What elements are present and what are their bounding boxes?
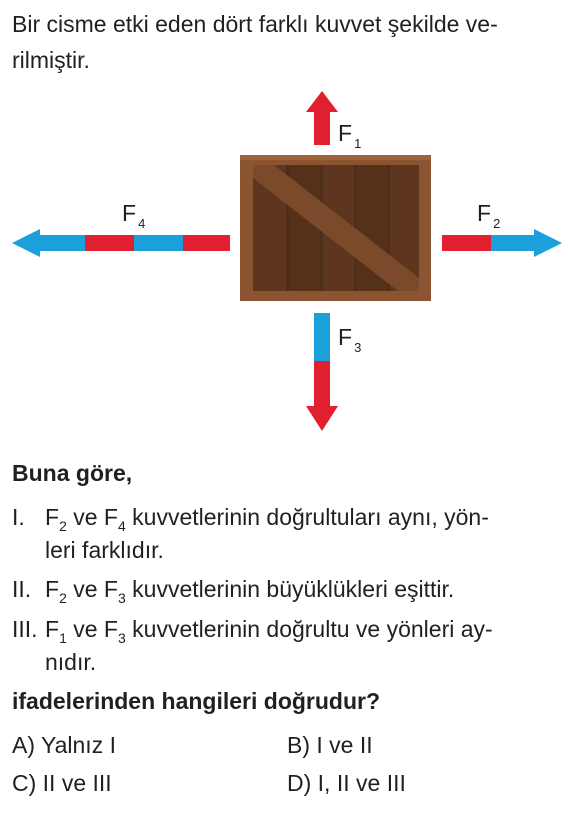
force-f3-arrow	[306, 313, 338, 431]
option-c[interactable]: C) II ve III	[12, 770, 112, 796]
statement-2-number: II.	[12, 576, 32, 602]
force-diagram-svg	[12, 91, 562, 431]
statement-3-number: III.	[12, 616, 38, 642]
question-ask: ifadelerinden hangileri doğrudur?	[12, 688, 381, 714]
intro-line-1: Bir cisme etki eden dört farklı kuvvet ş…	[12, 11, 498, 37]
force-f1-arrow	[306, 91, 338, 145]
crate	[240, 155, 431, 301]
statement-3: III.F1 ve F3 kuvvetlerinin doğrultu ve y…	[12, 612, 493, 655]
statement-1-continued: leri farklıdır.	[45, 537, 164, 563]
option-d[interactable]: D) I, II ve III	[287, 770, 406, 796]
statement-1-number: I.	[12, 504, 25, 530]
question-lead: Buna göre,	[12, 460, 133, 486]
statement-2: II.F2 ve F3 kuvvetlerinin büyüklükleri e…	[12, 572, 454, 615]
force-f4-arrow	[12, 229, 230, 257]
intro-line-2: rilmiştir.	[12, 47, 90, 73]
statement-3-continued: nıdır.	[45, 649, 97, 675]
option-b[interactable]: B) I ve II	[287, 732, 373, 758]
option-a[interactable]: A) Yalnız I	[12, 732, 116, 758]
statement-1: I.F2 ve F4 kuvvetlerinin doğrultuları ay…	[12, 500, 489, 543]
force-f2-arrow	[442, 229, 562, 257]
intro-text: Bir cisme etki eden dört farklı kuvvet ş…	[12, 6, 558, 78]
